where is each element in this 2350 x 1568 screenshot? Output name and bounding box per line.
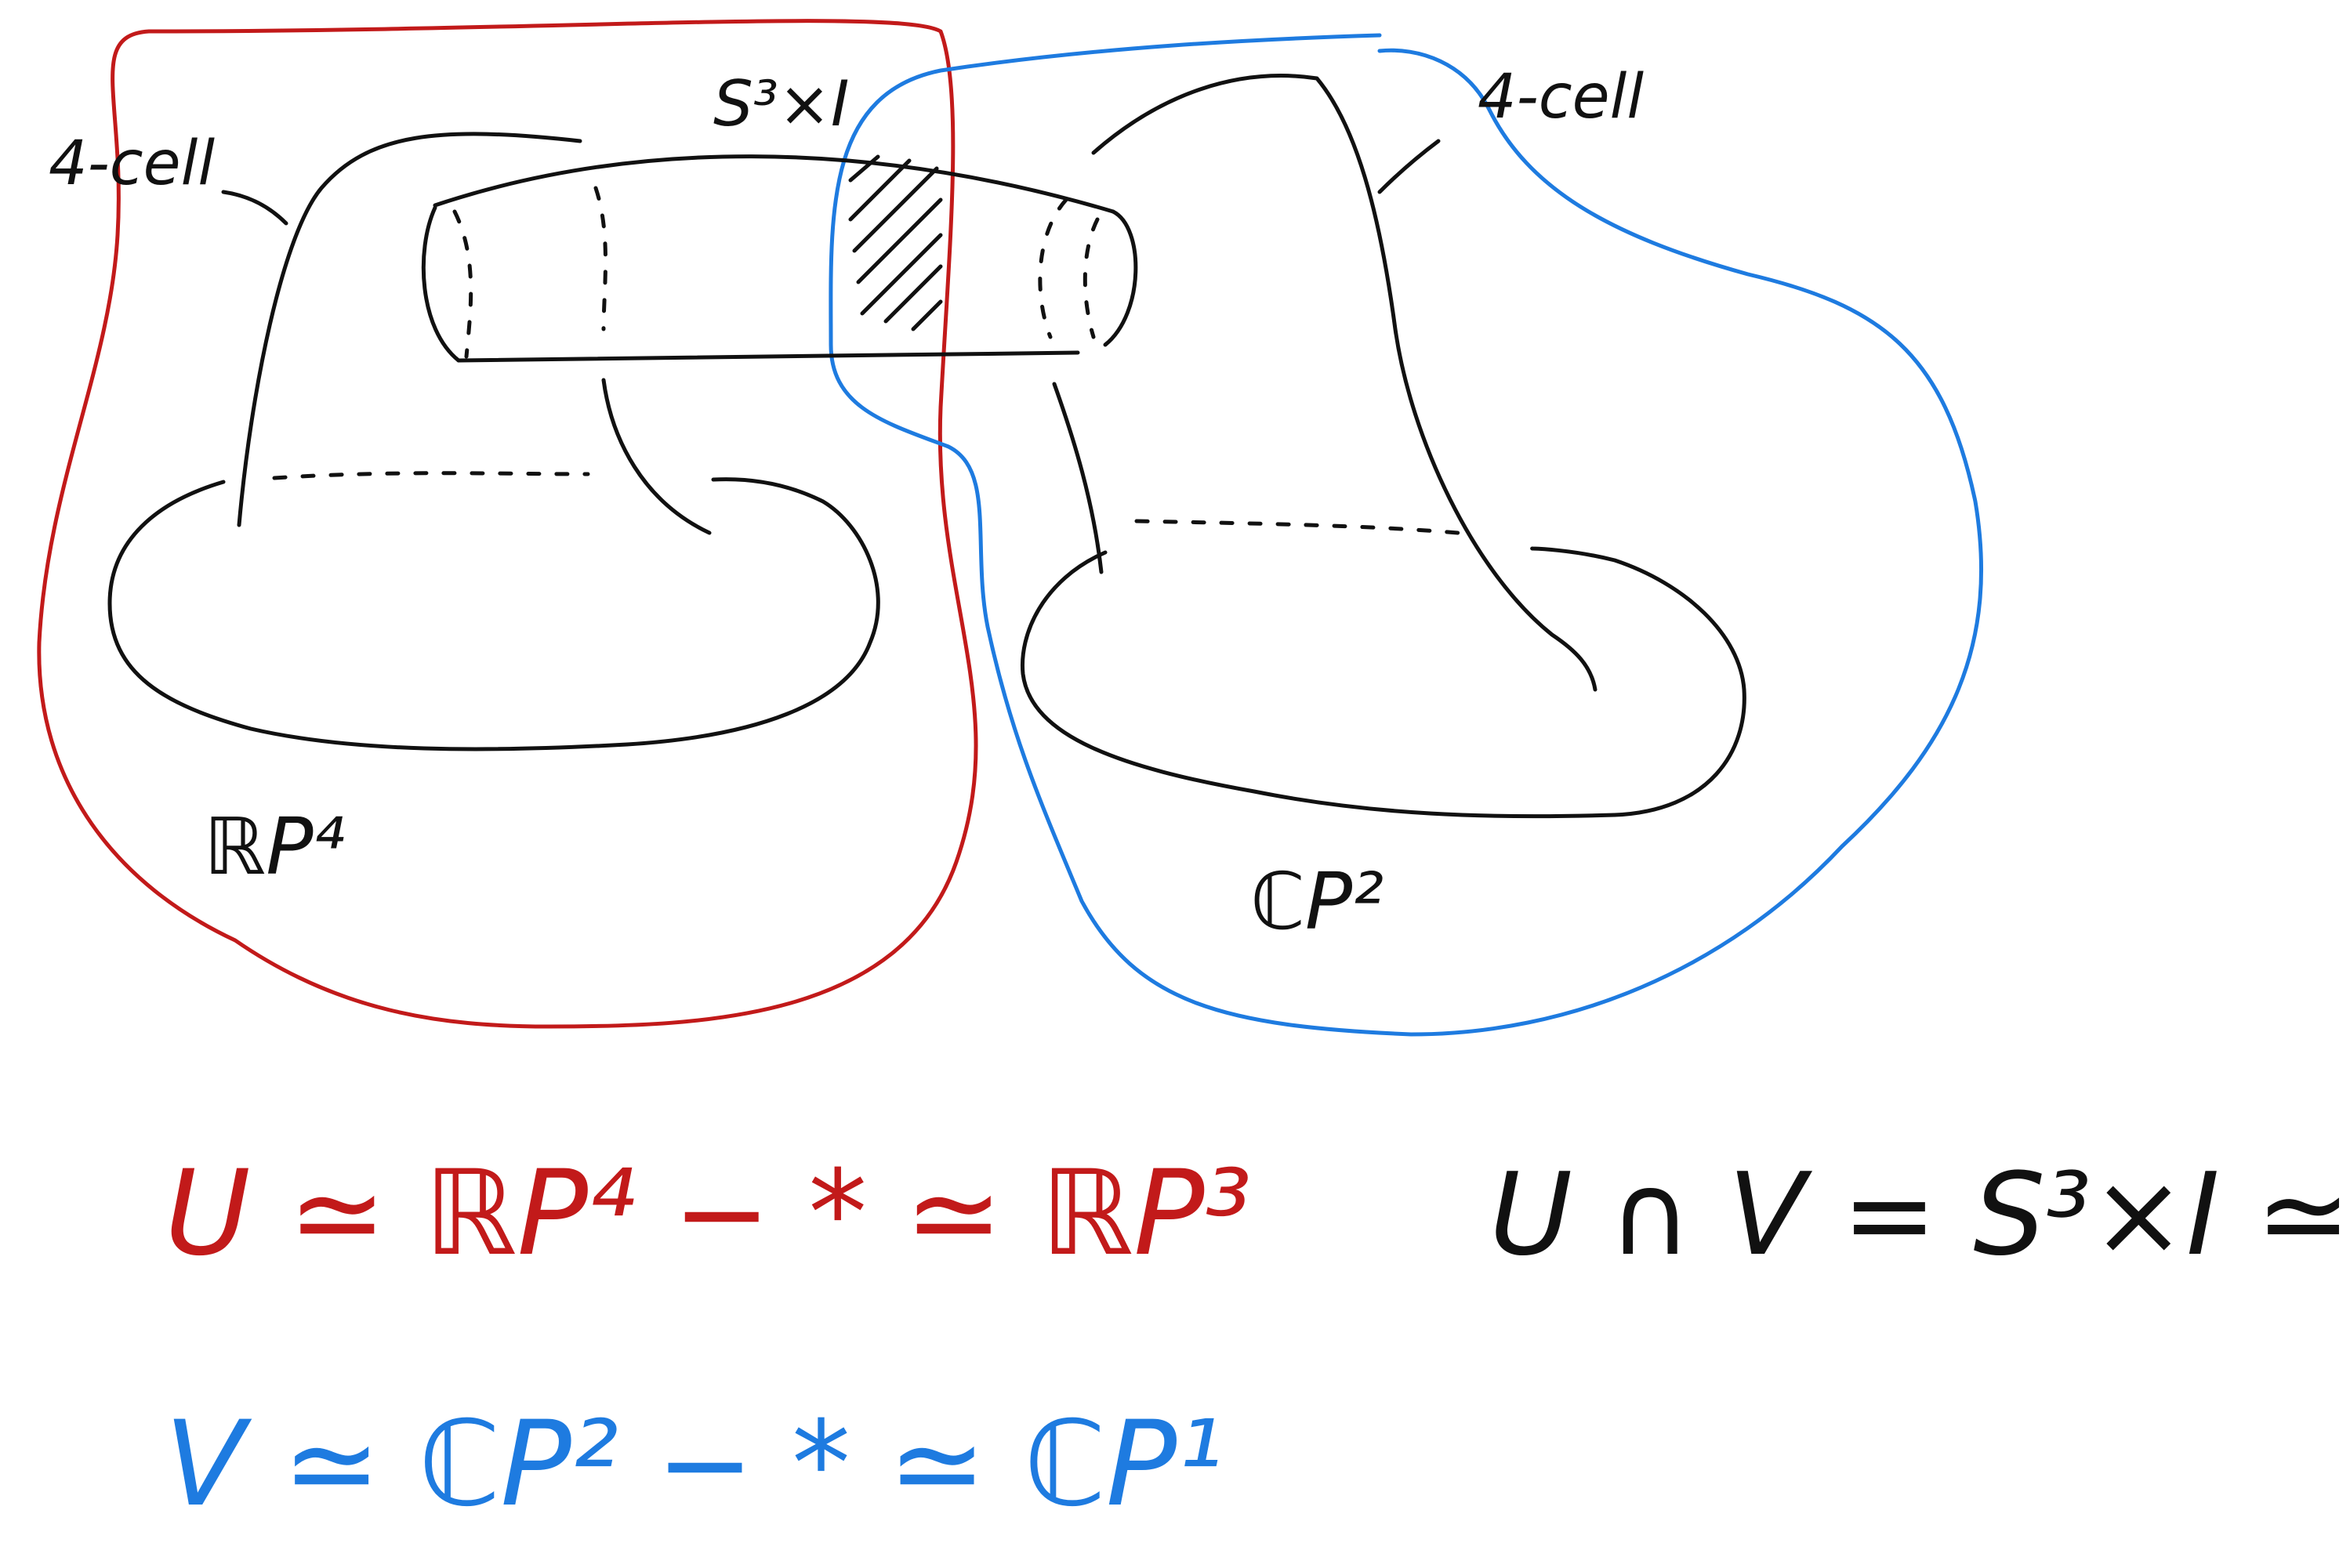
cell-left-pointer <box>221 190 288 226</box>
rp4-cell-inner <box>601 378 712 535</box>
cell-left-label: 4-cell <box>49 129 215 199</box>
cylinder-top <box>433 154 1115 214</box>
cylinder-left-dash <box>452 209 473 359</box>
rp4-cell-handle <box>237 132 582 527</box>
rp4-dashed <box>272 471 590 480</box>
intersection-hatch <box>848 154 943 331</box>
cylinder-left-cap <box>421 205 461 363</box>
cylinder-bottom <box>456 350 1080 363</box>
cp2-dashed <box>1134 519 1460 535</box>
cylinder-label: S³×I <box>713 67 849 140</box>
cell-right-label: 4-cell <box>1478 62 1644 132</box>
cp2-cell-handle <box>1091 74 1597 692</box>
v-equation: V ≃ ℂP² − * ≃ ℂP¹ <box>165 1396 1224 1533</box>
u-equation: U ≃ ℝP⁴ − * ≃ ℝP³ <box>165 1146 1252 1282</box>
v-region-outline <box>829 33 1984 1037</box>
rp4-label: ℝP⁴ <box>204 801 345 893</box>
cp2-label: ℂP² <box>1250 856 1384 947</box>
cp2-cell-top-right <box>1377 139 1441 194</box>
rp4-body <box>107 477 880 751</box>
u-region-outline <box>37 19 978 1029</box>
cylinder-right-dash-2 <box>1083 217 1100 339</box>
cylinder-mid-dash <box>593 186 607 331</box>
intersection-equation: U ∩ V = S³×I ≃ S³ <box>1489 1149 2350 1281</box>
cp2-cell-inner <box>1052 382 1104 574</box>
cp2-body <box>1020 546 1746 819</box>
cylinder-right-dash <box>1038 197 1068 339</box>
cylinder-right-cap <box>1103 209 1138 347</box>
